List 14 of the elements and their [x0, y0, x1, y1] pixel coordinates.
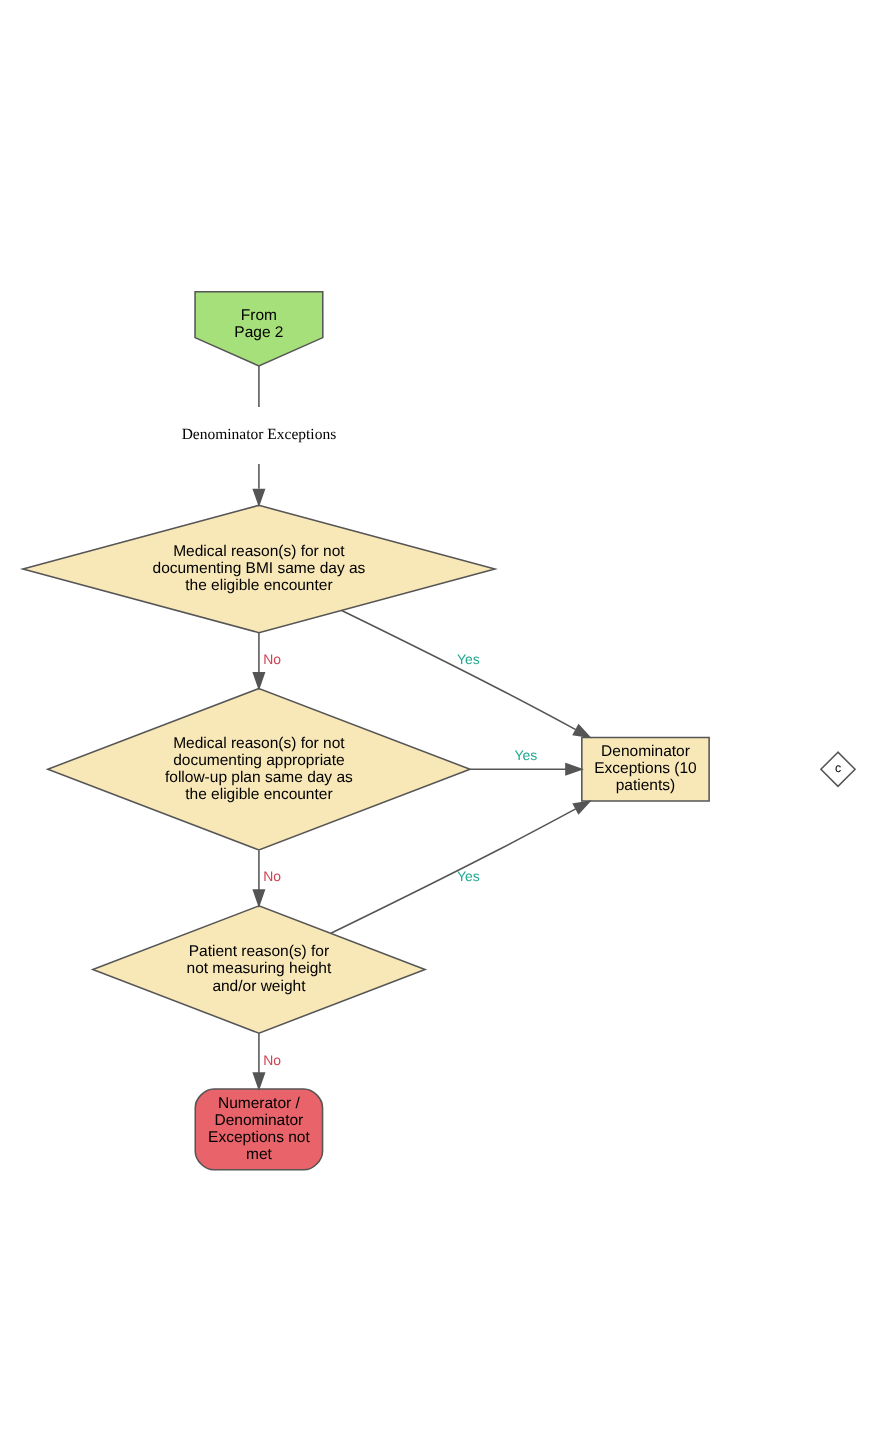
node-diamond: Patient reason(s) for not measuring height and/or weight [90, 905, 428, 1034]
node-box: Numerator / Denominator Exceptions not met [194, 1088, 324, 1171]
arrow [252, 849, 266, 908]
arrow [252, 463, 266, 508]
node-box: Denominator Exceptions (10 patients) [581, 736, 710, 802]
arrow [469, 762, 584, 776]
node-diamond: Medical reason(s) for not documenting BMI same day as the eligible encounter [19, 504, 498, 634]
arrow [252, 632, 266, 691]
arrow [340, 609, 592, 739]
node-text: Denominator Exceptions [181, 425, 337, 444]
arrow [330, 800, 592, 934]
node-diamond: Medical reason(s) for not documenting appropriate follow-up plan same day as the eligible encounter [45, 687, 473, 851]
connector [258, 365, 260, 408]
arrow [252, 1032, 266, 1091]
